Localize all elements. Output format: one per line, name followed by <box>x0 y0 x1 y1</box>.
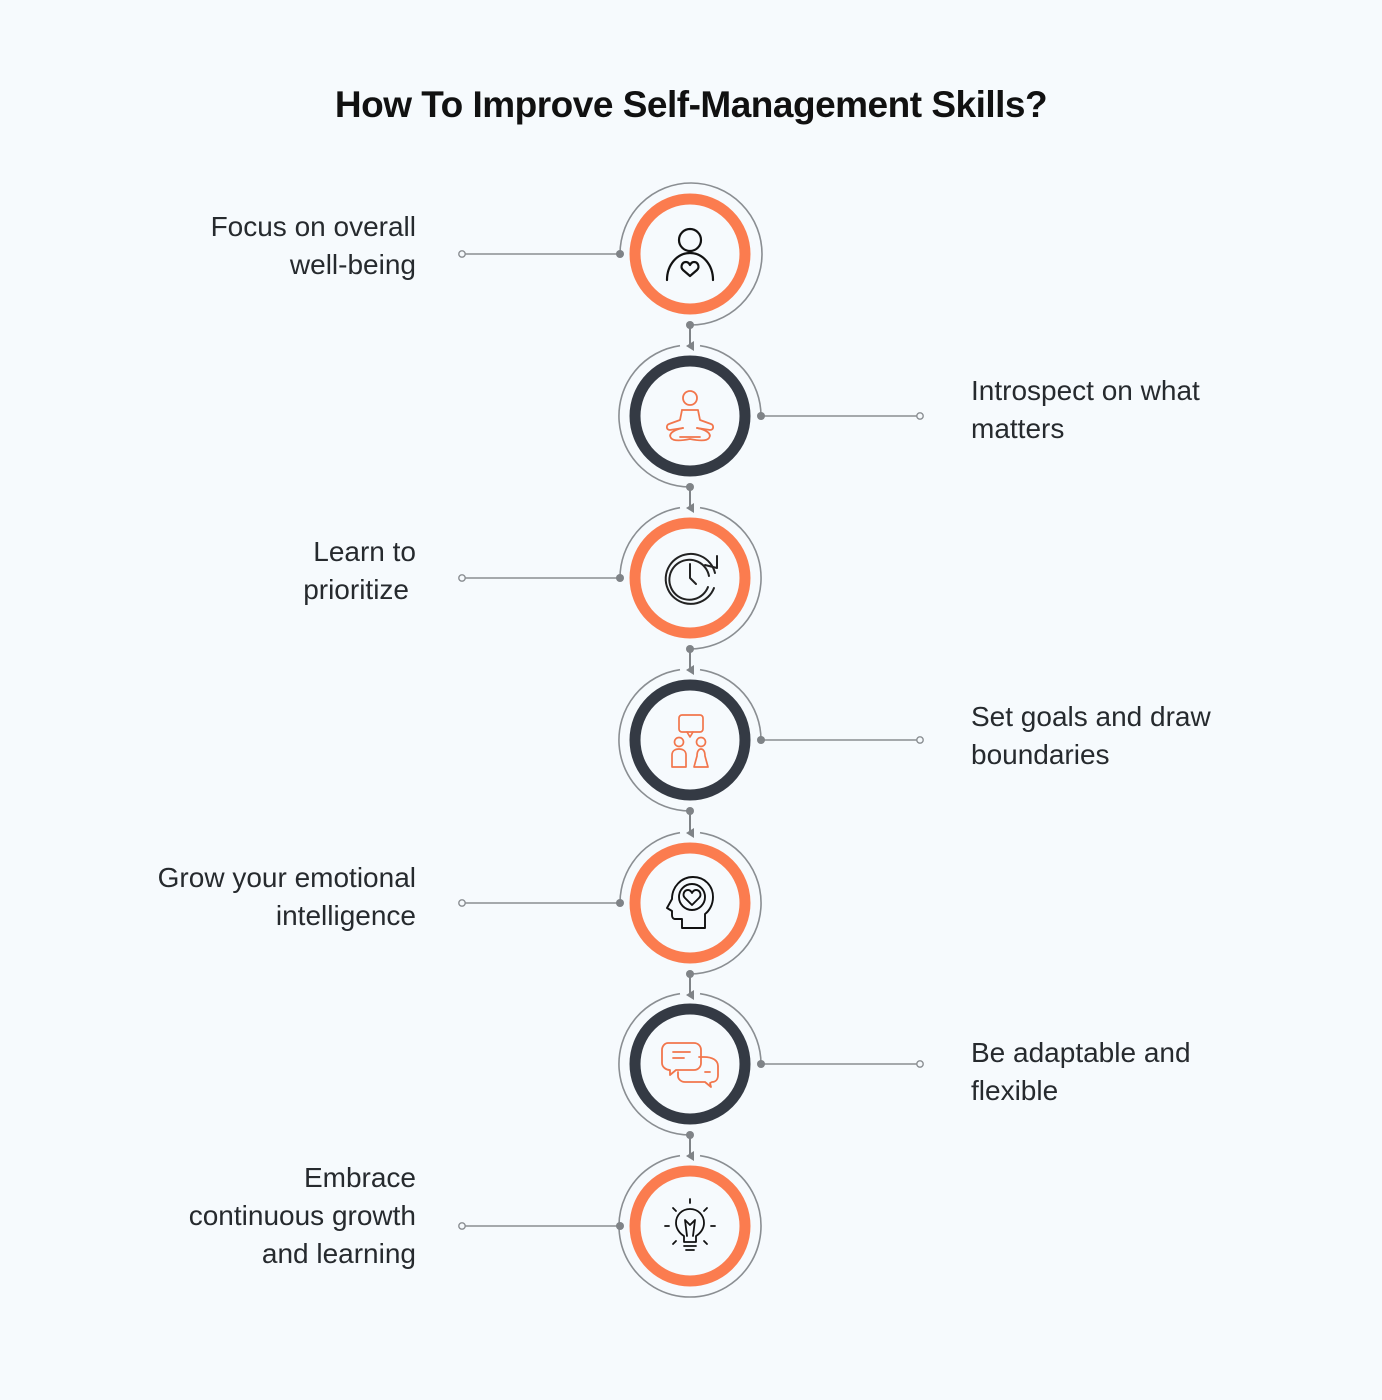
connector-start-dot <box>757 1060 765 1068</box>
connector-end-dot <box>458 899 466 907</box>
step-4-label: Set goals and draw boundaries <box>971 701 1211 770</box>
step-1-label: Focus on overall well-being <box>210 211 416 280</box>
meditation-icon <box>665 390 715 442</box>
lightbulb-icon <box>664 1198 716 1251</box>
outer-arc-right <box>699 992 762 1065</box>
outer-arc-left <box>618 668 691 812</box>
ring-dark <box>629 679 751 801</box>
ring-dark <box>629 355 751 477</box>
outer-arc-left <box>618 992 691 1136</box>
step-6 <box>618 992 924 1161</box>
connector-start-dot <box>616 250 624 258</box>
outer-arc <box>619 182 763 326</box>
outer-arc <box>618 1154 762 1298</box>
connector-end-dot <box>458 1222 466 1230</box>
head-heart-icon <box>666 876 714 929</box>
connector-end-dot <box>458 250 466 258</box>
step-2 <box>618 344 924 513</box>
outer-arc-left <box>619 506 681 579</box>
connector-end-dot <box>916 412 924 420</box>
connector-start-dot <box>757 736 765 744</box>
outer-arc-right <box>689 506 762 650</box>
step-7 <box>458 1154 762 1298</box>
connector-start-dot <box>616 574 624 582</box>
page-title: How To Improve Self-Management Skills? <box>334 84 1048 125</box>
step-5 <box>458 831 762 1000</box>
outer-arc-left <box>618 344 691 488</box>
ring-orange <box>629 1165 751 1287</box>
step-1 <box>458 182 763 351</box>
outer-arc-right <box>689 831 762 975</box>
connector-start-dot <box>616 1222 624 1230</box>
outer-arc-right <box>699 668 762 741</box>
step-7-label: Embrace continuous growth and learning <box>188 1162 416 1269</box>
outer-arc-right <box>699 344 762 417</box>
step-3 <box>458 506 762 675</box>
step-2-label: Introspect on what matters <box>971 375 1200 444</box>
outer-arc-left <box>619 831 681 904</box>
connector-end-dot <box>916 736 924 744</box>
connector-end-dot <box>458 574 466 582</box>
connector-start-dot <box>616 899 624 907</box>
step-4 <box>618 668 924 838</box>
people-conversation-icon <box>671 714 709 768</box>
step-5-label: Grow your emotional intelligence <box>157 862 416 931</box>
clock-refresh-icon <box>664 552 718 605</box>
ring-dark <box>629 1003 751 1125</box>
step-6-label: Be adaptable and flexible <box>971 1037 1191 1106</box>
step-3-label: Learn to prioritize <box>303 536 416 605</box>
person-heart-icon <box>665 227 715 282</box>
connector-end-dot <box>916 1060 924 1068</box>
chat-bubbles-icon <box>661 1042 719 1088</box>
connector-start-dot <box>757 412 765 420</box>
